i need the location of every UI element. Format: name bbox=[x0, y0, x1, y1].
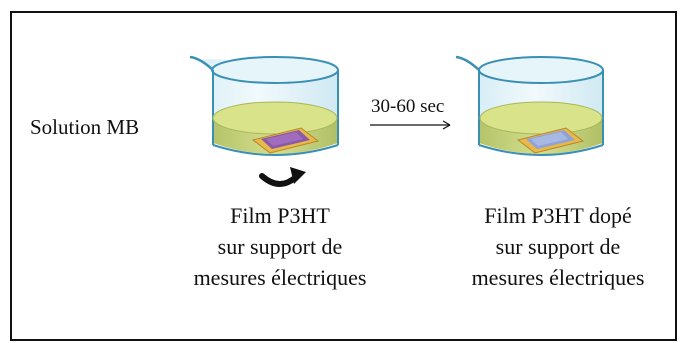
caption-line: mesures électriques bbox=[193, 265, 367, 290]
left-beaker-icon bbox=[189, 55, 339, 156]
right-arrow-icon bbox=[370, 120, 451, 130]
undoped-film-icon bbox=[251, 127, 320, 154]
solution-label: Solution MB bbox=[30, 115, 140, 139]
curved-arrow-icon bbox=[259, 167, 306, 187]
undoped-film-caption: Film P3HT sur support de mesures électri… bbox=[150, 200, 410, 293]
caption-line: Film P3HT bbox=[230, 203, 330, 228]
right-beaker-icon bbox=[455, 55, 604, 156]
caption-line: mesures électriques bbox=[471, 265, 645, 290]
caption-line: sur support de bbox=[495, 234, 621, 259]
doped-film-icon bbox=[516, 127, 585, 154]
duration-label: 30-60 sec bbox=[371, 96, 445, 117]
doped-film-caption: Film P3HT dopé sur support de mesures él… bbox=[430, 200, 686, 293]
caption-line: Film P3HT dopé bbox=[484, 203, 632, 228]
caption-line: sur support de bbox=[217, 234, 343, 259]
